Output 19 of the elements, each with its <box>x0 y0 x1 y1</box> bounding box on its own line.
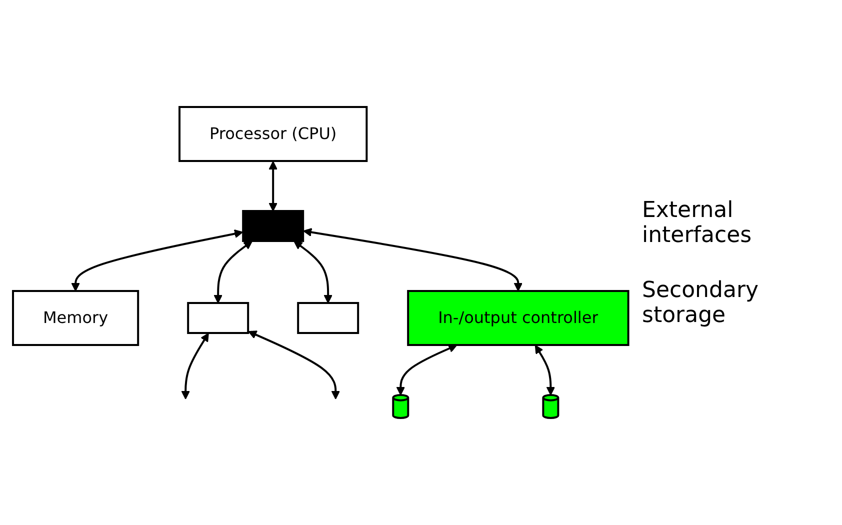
arrow <box>294 240 333 304</box>
node-cylinder <box>392 394 410 419</box>
arrow <box>303 228 523 292</box>
arrow <box>71 229 244 292</box>
arrow <box>182 332 210 400</box>
node-box: In-/output controller <box>407 290 630 346</box>
node-box <box>187 302 250 334</box>
caption-text: External interfaces <box>642 198 753 248</box>
node-box <box>297 302 360 334</box>
caption-text: Secondary storage <box>642 278 760 328</box>
arrow <box>248 330 340 400</box>
node-bar <box>242 210 304 242</box>
arrow <box>535 344 556 396</box>
node-cylinder <box>542 394 560 419</box>
arrow <box>214 240 253 304</box>
arrow <box>269 160 278 212</box>
node-box: Processor (CPU) <box>178 106 368 162</box>
node-box: Memory <box>12 290 140 346</box>
arrow <box>396 344 458 396</box>
